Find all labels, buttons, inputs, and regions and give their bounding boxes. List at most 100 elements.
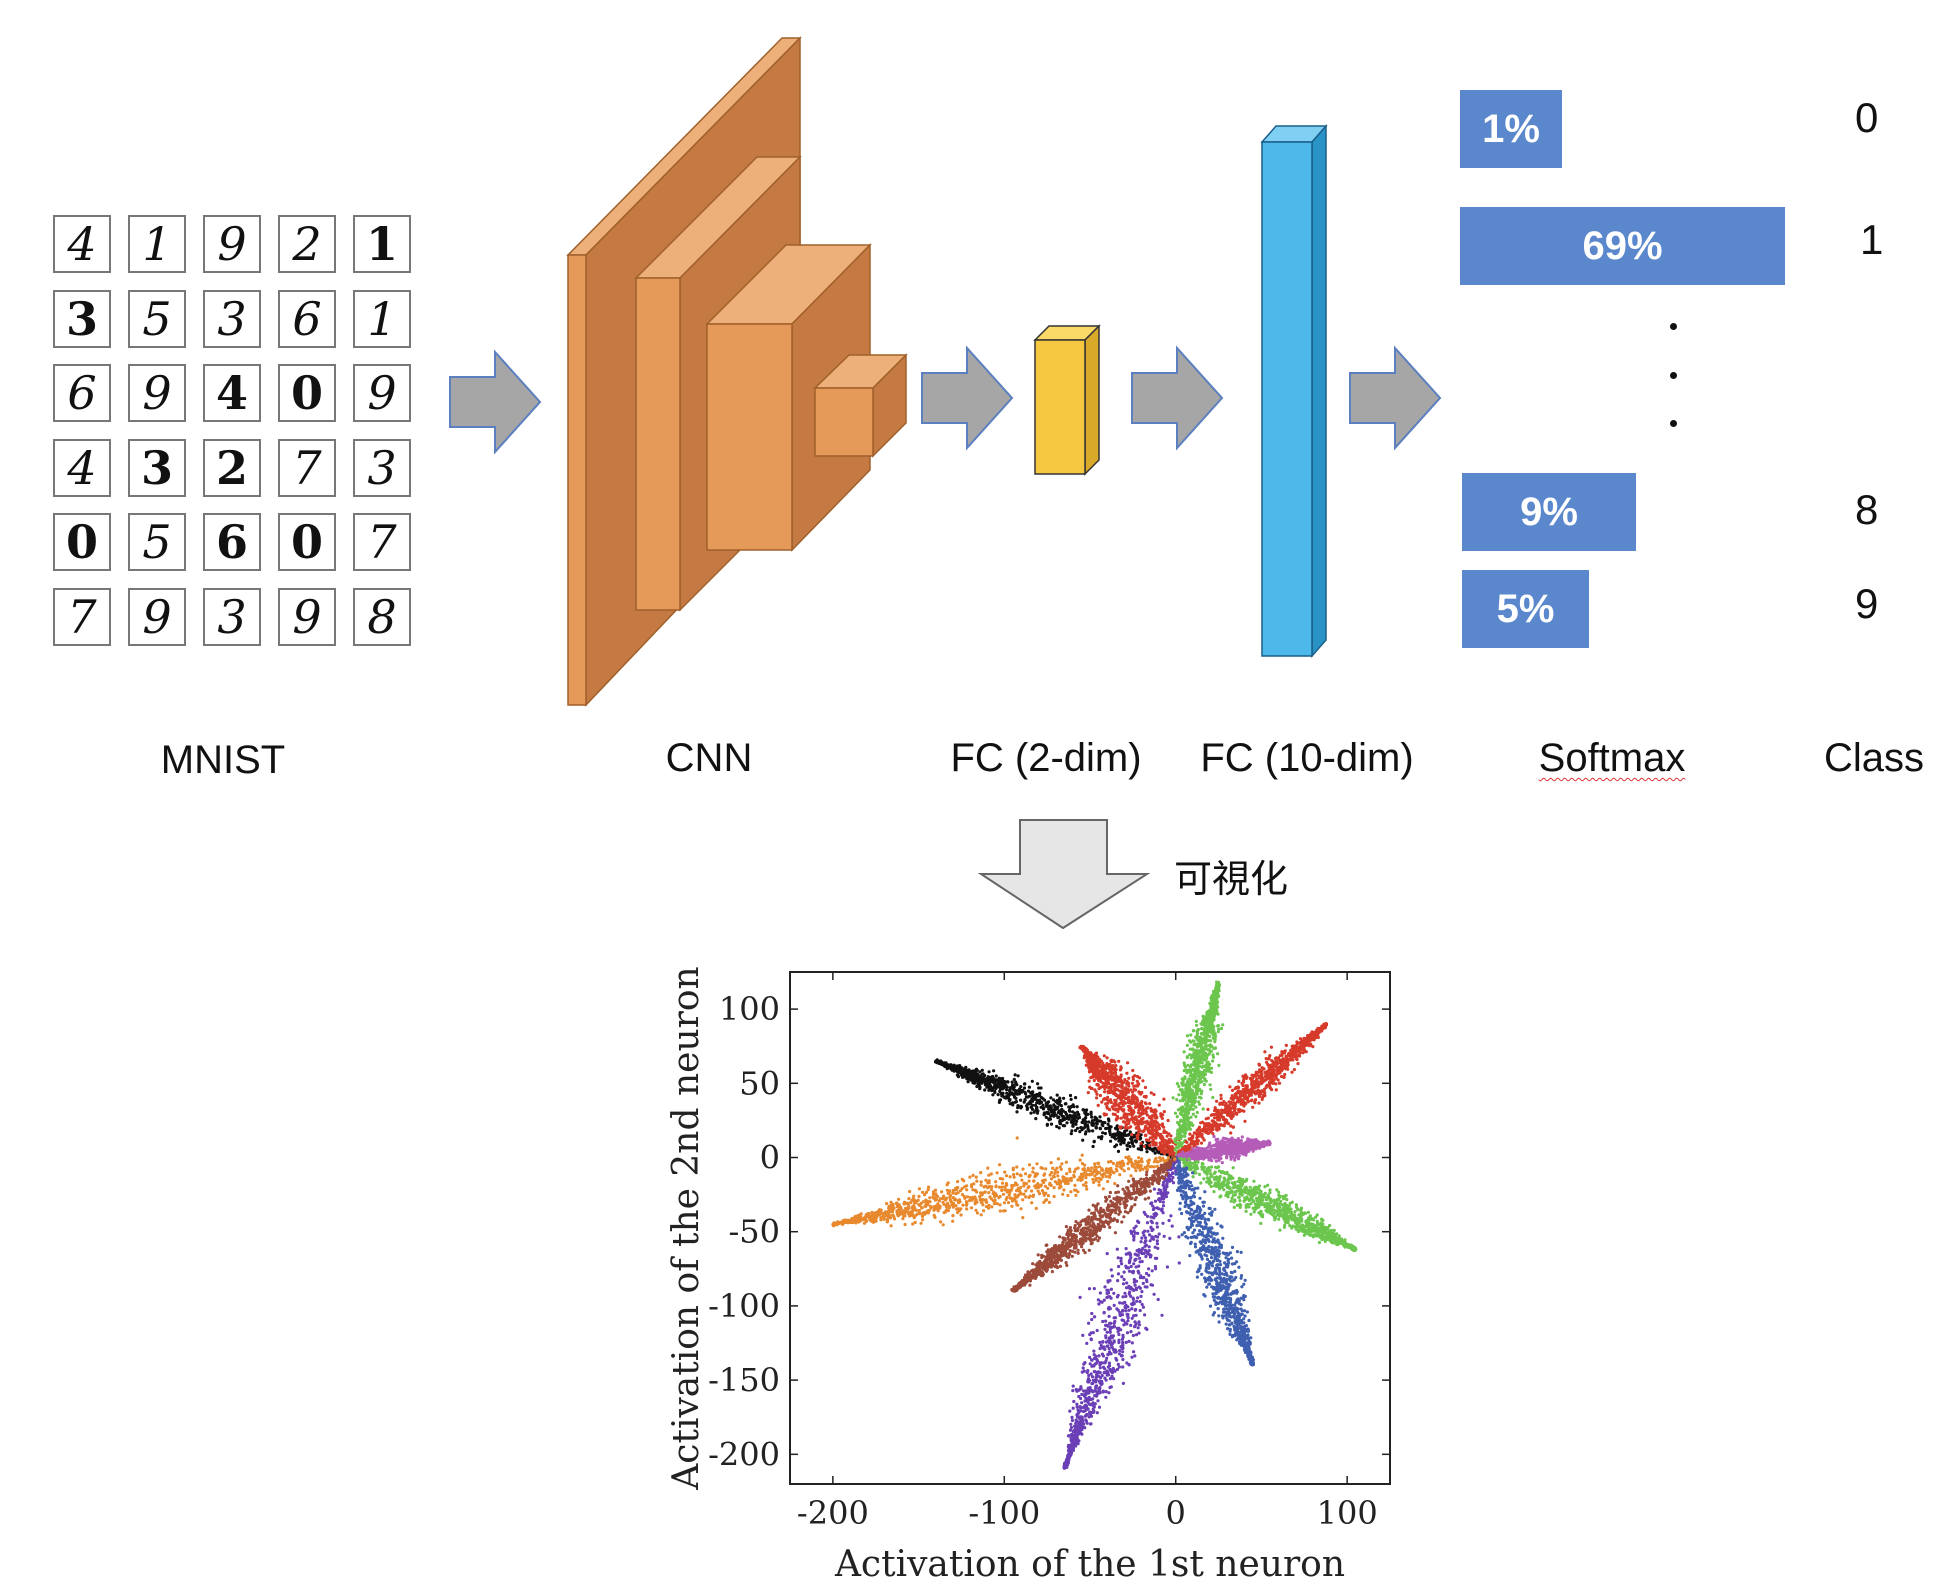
- scatter-point: [1029, 1111, 1033, 1115]
- mnist-digit-cell: 4: [53, 215, 111, 273]
- scatter-point: [1089, 1086, 1093, 1090]
- scatter-point: [1177, 1084, 1181, 1088]
- scatter-point: [1113, 1077, 1117, 1082]
- scatter-point: [1212, 999, 1216, 1004]
- scatter-point: [1245, 1177, 1249, 1181]
- scatter-point: [1091, 1144, 1095, 1149]
- scatter-point: [1230, 1088, 1235, 1092]
- scatter-point: [1297, 1041, 1301, 1045]
- scatter-points: [831, 980, 1358, 1470]
- scatter-point: [941, 1062, 945, 1066]
- scatter-point: [1189, 1121, 1194, 1125]
- scatter-point: [1217, 983, 1221, 987]
- scatter-point: [1030, 1107, 1035, 1111]
- scatter-point: [1125, 1071, 1129, 1075]
- scatter-point: [1216, 1108, 1220, 1112]
- scatter-point: [1176, 1136, 1180, 1140]
- scatter-point: [1213, 1040, 1217, 1044]
- scatter-point: [1302, 1036, 1306, 1040]
- scatter-point: [1253, 1090, 1257, 1094]
- mnist-digit: 6: [292, 291, 322, 346]
- scatter-point: [1222, 1148, 1226, 1153]
- scatter-point: [1211, 1053, 1215, 1057]
- scatter-point: [1109, 1067, 1113, 1071]
- scatter-point: [1139, 1141, 1143, 1145]
- scatter-point: [1289, 1053, 1293, 1057]
- scatter-point: [1103, 1090, 1107, 1094]
- scatter-point: [1279, 1064, 1283, 1068]
- scatter-point: [1123, 1112, 1127, 1116]
- scatter-point: [1262, 1067, 1266, 1071]
- scatter-point: [1178, 1107, 1182, 1111]
- scatter-point: [998, 1082, 1002, 1086]
- scatter-point: [1225, 1137, 1230, 1141]
- scatter-point: [1192, 1095, 1196, 1099]
- scatter-point: [1202, 1068, 1207, 1072]
- scatter-point: [1252, 1086, 1256, 1090]
- scatter-point: [1253, 1081, 1257, 1085]
- scatter-point: [1264, 1084, 1268, 1089]
- scatter-point: [1169, 1138, 1173, 1142]
- scatter-point: [1209, 1010, 1213, 1015]
- softmax-label: Softmax: [1538, 736, 1686, 780]
- scatter-point: [1015, 1083, 1019, 1087]
- scatter-point: [1046, 1100, 1051, 1104]
- scatter-point: [1128, 1144, 1132, 1149]
- scatter-point: [1084, 1120, 1088, 1124]
- scatter-point: [1207, 1145, 1211, 1149]
- scatter-point: [1065, 1121, 1069, 1125]
- scatter-point: [1197, 1125, 1202, 1129]
- scatter-point: [1180, 1124, 1184, 1128]
- scatter-point: [1125, 1082, 1129, 1086]
- scatter-point: [1290, 1057, 1294, 1061]
- scatter-point: [1138, 1101, 1142, 1105]
- scatter-point: [1264, 1141, 1268, 1145]
- scatter-point: [1245, 1075, 1249, 1079]
- scatter-point: [1199, 1092, 1203, 1096]
- mnist-digit: 3: [65, 291, 98, 346]
- scatter-point: [1173, 1111, 1178, 1115]
- scatter-point: [1139, 1136, 1143, 1140]
- fc10-label: FC (10-dim): [1200, 736, 1414, 780]
- scatter-point: [1195, 1045, 1200, 1049]
- network-architecture: [449, 36, 1441, 930]
- scatter-point: [1134, 1095, 1138, 1099]
- ellipsis-dot: [1670, 420, 1677, 427]
- scatter-point: [1142, 1095, 1146, 1099]
- scatter-point: [1184, 1123, 1188, 1127]
- scatter-point: [1303, 1048, 1307, 1052]
- scatter-point: [1267, 1057, 1271, 1061]
- mnist-digit-cell: 7: [53, 587, 111, 646]
- scatter-point: [1202, 1038, 1206, 1042]
- scatter-point: [1143, 1085, 1147, 1090]
- scatter-point: [1058, 1122, 1063, 1126]
- scatter-point: [1212, 1046, 1216, 1050]
- scatter-point: [1183, 1109, 1187, 1113]
- scatter-point: [1284, 1043, 1288, 1047]
- scatter-point: [1201, 1152, 1205, 1156]
- scatter-point: [1112, 1068, 1116, 1072]
- scatter-point: [1151, 1149, 1155, 1153]
- mnist-digit: 3: [367, 440, 397, 495]
- scatter-point: [1006, 1080, 1010, 1084]
- scatter-point: [1059, 1112, 1063, 1116]
- scatter-point: [1214, 991, 1218, 995]
- scatter-point: [1125, 1115, 1129, 1119]
- scatter-point: [1215, 1127, 1219, 1131]
- cnn-layer-4: [813, 353, 908, 458]
- scatter-point: [1117, 1059, 1121, 1063]
- scatter-point: [1246, 1149, 1250, 1153]
- scatter-point: [1195, 1145, 1199, 1149]
- scatter-point: [1130, 1117, 1134, 1121]
- scatter-point: [1116, 1088, 1120, 1092]
- scatter-point: [1069, 1132, 1073, 1136]
- scatter-point: [1222, 1117, 1226, 1122]
- scatter-point: [1208, 1083, 1212, 1087]
- scatter-point: [1181, 1080, 1185, 1084]
- scatter-point: [1098, 1127, 1102, 1131]
- scatter-point: [1070, 1129, 1074, 1133]
- scatter-point: [1194, 1035, 1198, 1039]
- scatter-point: [1090, 1123, 1094, 1127]
- scatter-point: [1004, 1083, 1008, 1087]
- scatter-series: [934, 1058, 1176, 1161]
